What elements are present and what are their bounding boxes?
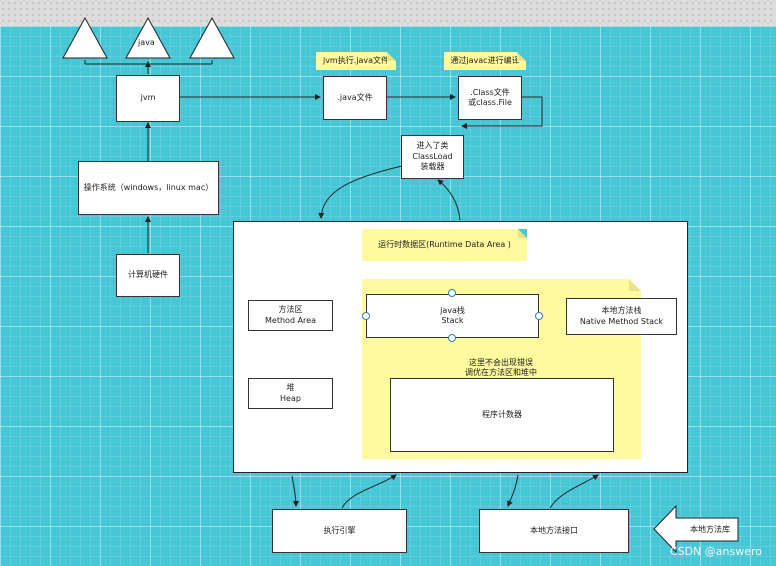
handle-bottom[interactable] — [448, 334, 456, 342]
method-area-box[interactable]: 方法区 Method Area — [248, 300, 333, 331]
jvm-box[interactable]: jvm — [116, 75, 180, 122]
java-stack-box[interactable]: java栈 Stack — [366, 294, 539, 338]
class-file-box[interactable]: .Class文件 或class.File — [458, 76, 522, 120]
handle-left[interactable] — [362, 312, 370, 320]
classloader-box[interactable]: 进入了类 ClassLoad 装载器 — [401, 135, 464, 179]
javac-note[interactable]: 通过javac进行编译 — [444, 52, 526, 70]
native-stack-box[interactable]: 本地方法栈 Native Method Stack — [566, 298, 677, 335]
native-lib-label: 本地方法库 — [690, 525, 730, 534]
java-triangle-label: java — [138, 38, 155, 47]
pc-register-box[interactable]: 程序计数器 — [390, 378, 614, 452]
top-strip — [0, 0, 776, 26]
os-box[interactable]: 操作系统（windows，linux mac） — [78, 161, 219, 215]
exec-engine-box[interactable]: 执行引擎 — [272, 509, 407, 553]
handle-right[interactable] — [535, 312, 543, 320]
handle-top[interactable] — [448, 289, 456, 297]
jvm-exec-note[interactable]: jvm执行.java文件 — [316, 52, 396, 70]
heap-box[interactable]: 堆 Heap — [248, 378, 333, 409]
hardware-box[interactable]: 计算机硬件 — [116, 254, 180, 297]
watermark: CSDN @answero — [669, 545, 762, 558]
no-gc-text: 这里不会出现错误 调优在方法区和堆中 — [465, 358, 537, 378]
native-interface-box[interactable]: 本地方法接口 — [479, 509, 629, 553]
runtime-area-note[interactable]: 运行时数据区(Runtime Data Area ) — [362, 229, 527, 261]
java-file-box[interactable]: .java文件 — [323, 76, 387, 120]
